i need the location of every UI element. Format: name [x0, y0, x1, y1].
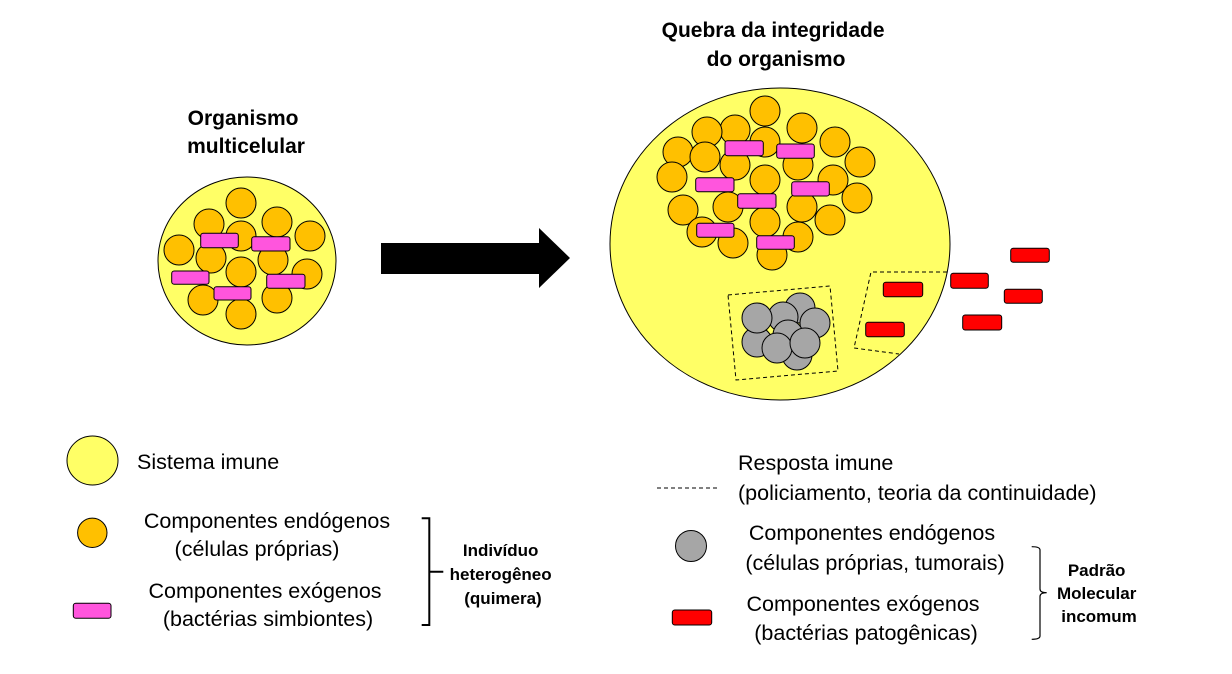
endogenous-cell: [814, 204, 846, 236]
endogenous-cell: [656, 161, 688, 193]
group-label-left-line-1: Indivíduo: [463, 541, 539, 560]
pathogenic-bacterium: [1010, 247, 1050, 263]
group-label-right-line-1: Padrão: [1068, 561, 1126, 580]
immune-response-boundary-tumor: [727, 285, 839, 381]
tumor-cell-cluster: [741, 292, 831, 371]
pathogenic-bacteria-group: [865, 247, 1050, 338]
pathogenic-bacterium: [1003, 288, 1043, 304]
pathogenic-bacterium: [950, 272, 989, 289]
endogenous-cell: [819, 126, 851, 158]
legend-immune-response-line-2: (policiamento, teoria da continuidade): [738, 481, 1097, 505]
symbiont-bacterium: [791, 181, 830, 197]
endogenous-cell: [261, 206, 293, 238]
left-title-line-1: Organismo: [188, 107, 299, 130]
legend-symbiont-label: Componentes exógenos (bactérias simbiont…: [148, 579, 387, 631]
symbiont-bacterium: [695, 177, 735, 193]
endogenous-cell: [667, 194, 699, 226]
legend-left: Sistema imune Componentes endógenos (cél…: [66, 435, 557, 631]
endogenous-cell: [225, 256, 257, 288]
endogenous-cell: [225, 298, 257, 330]
legend-endogenous-line-1: Componentes endógenos: [144, 509, 390, 533]
endogenous-cells-right: [656, 95, 876, 271]
tumor-cell: [761, 332, 793, 364]
legend-tumor-line-1: Componentes endógenos: [749, 521, 995, 545]
endogenous-cell: [294, 220, 326, 252]
symbiont-bacterium: [266, 273, 306, 289]
legend-pathogen-line-1: Componentes exógenos: [746, 592, 979, 616]
left-panel: Organismo multicelular: [157, 107, 337, 346]
legend-tumor-label: Componentes endógenos (células próprias,…: [745, 521, 1004, 575]
endogenous-cell: [689, 141, 721, 173]
endogenous-cell: [786, 112, 818, 144]
symbiont-bacterium: [756, 235, 795, 250]
endogenous-cell: [163, 234, 195, 266]
legend-immune-system-icon: [66, 435, 119, 486]
endogenous-cell: [749, 95, 781, 127]
symbiont-bacterium: [776, 143, 815, 159]
endogenous-cell: [841, 182, 873, 214]
endogenous-cell: [844, 146, 876, 178]
legend-right-group-label: Padrão Molecular incomum: [1057, 561, 1141, 626]
endogenous-cell: [749, 164, 781, 196]
legend-left-bracket: [421, 517, 444, 626]
symbiont-bacterium: [696, 222, 735, 238]
symbiont-bacteria-right: [695, 140, 830, 250]
symbiont-bacterium: [724, 140, 764, 157]
left-title-line-2: multicelular: [187, 135, 305, 158]
right-title-line-1: Quebra da integridade: [662, 19, 885, 42]
immune-response-boundary-pathogens: [853, 271, 947, 355]
legend-symbiont-bacteria-icon: [72, 602, 112, 619]
legend-left-group-label: Indivíduo heterogêneo (quimera): [450, 541, 557, 608]
legend-pathogenic-bacteria-icon: [671, 609, 713, 626]
symbiont-bacterium: [213, 286, 252, 301]
right-panel: Quebra da integridade do organismo: [609, 19, 1050, 401]
right-title-line-2: do organismo: [707, 48, 846, 71]
symbiont-bacterium: [171, 270, 210, 285]
pathogenic-bacterium: [962, 314, 1003, 331]
group-label-right-line-2: Molecular: [1057, 584, 1137, 603]
group-label-left-line-2: heterogêneo: [450, 565, 552, 584]
legend-endogenous-label: Componentes endógenos (células próprias): [144, 509, 396, 561]
legend-symbiont-line-1: Componentes exógenos: [148, 579, 381, 603]
legend-right: Resposta imune (policiamento, teoria da …: [657, 451, 1141, 645]
symbiont-bacterium: [251, 236, 291, 252]
symbiont-bacteria-left: [171, 232, 306, 301]
legend-immune-system-label: Sistema imune: [137, 450, 279, 474]
endogenous-cell: [749, 206, 781, 238]
tumor-cell: [741, 302, 773, 334]
legend-symbiont-line-2: (bactérias simbiontes): [163, 607, 373, 631]
group-label-right-line-3: incomum: [1061, 607, 1137, 626]
tumor-cell: [789, 327, 821, 359]
pathogenic-bacterium: [882, 281, 924, 298]
transition-arrow-icon: [381, 228, 570, 288]
legend-tumor-line-2: (células próprias, tumorais): [745, 551, 1004, 575]
legend-endogenous-line-2: (células próprias): [175, 537, 340, 561]
legend-pathogen-label: Componentes exógenos (bactérias patogêni…: [746, 592, 985, 645]
pathogenic-bacterium: [865, 321, 905, 338]
endogenous-cell: [225, 187, 257, 219]
symbiont-bacterium: [737, 193, 777, 209]
group-label-left-line-3: (quimera): [464, 589, 541, 608]
legend-right-bracket: [1031, 546, 1047, 640]
right-panel-title: Quebra da integridade do organismo: [662, 19, 891, 71]
legend-tumor-cell-icon: [675, 530, 707, 562]
legend-endogenous-cell-icon: [77, 517, 108, 548]
legend-pathogen-line-2: (bactérias patogênicas): [754, 621, 977, 645]
legend-immune-response-line-1: Resposta imune: [738, 451, 893, 475]
legend-immune-response-label: Resposta imune (policiamento, teoria da …: [738, 451, 1097, 505]
left-panel-title: Organismo multicelular: [187, 107, 305, 158]
symbiont-bacterium: [200, 232, 239, 249]
